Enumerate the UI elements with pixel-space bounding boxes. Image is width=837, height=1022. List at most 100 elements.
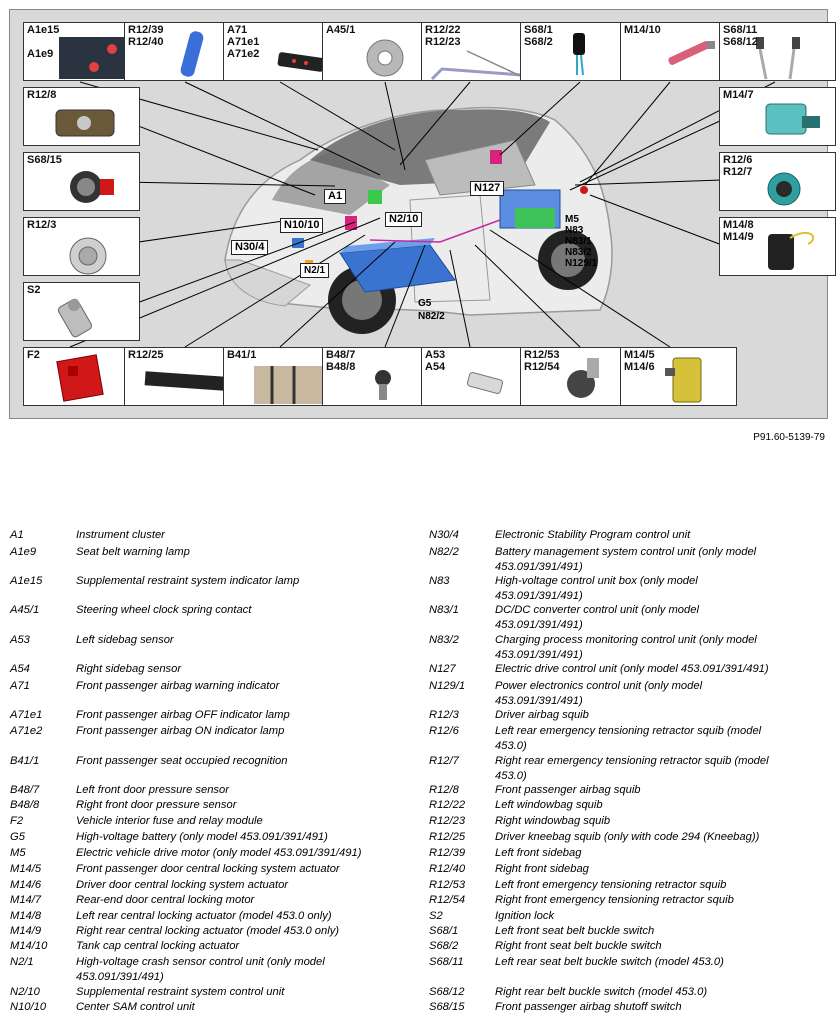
legend-description: Right rear belt buckle switch (model 453…: [495, 986, 708, 998]
car-label-g5: G5 N82/2: [418, 298, 445, 322]
callout-label: B48/7 B48/8: [326, 349, 356, 373]
legend-description: Right windowbag squib: [495, 815, 611, 827]
callout-label: A1e15 A1e9: [27, 24, 60, 60]
callout-r126: R12/6 R12/7: [719, 152, 836, 211]
hv-battery: [339, 244, 456, 293]
callout-label: A53 A54: [425, 349, 446, 373]
legend-description: Front passenger airbag warning indicator: [76, 680, 280, 692]
legend-description: Left front sidebag: [495, 847, 582, 859]
legend-description: High-voltage crash sensor control unit (…: [76, 956, 325, 983]
legend-code: R12/8: [429, 784, 459, 796]
legend-description: Left rear emergency tensioning retractor…: [495, 725, 762, 752]
legend-code: N2/10: [10, 986, 40, 998]
seat-belt-buckle-icon: [573, 33, 585, 76]
legend-description: Left windowbag squib: [495, 799, 603, 811]
legend-description: Driver airbag squib: [495, 709, 589, 721]
legend-code: R12/23: [429, 815, 466, 827]
legend-description: Right front seat belt buckle switch: [495, 940, 662, 952]
legend-code: N127: [429, 663, 456, 675]
legend-description: Instrument cluster: [76, 529, 165, 541]
legend-code: B48/7: [10, 784, 40, 796]
legend-description: Right rear central locking actuator (mod…: [76, 925, 340, 937]
callout-label: S68/1 S68/2: [524, 24, 553, 48]
legend-code: N10/10: [10, 1001, 47, 1013]
legend-description: Steering wheel clock spring contact: [76, 604, 252, 616]
callout-label: A45/1: [326, 24, 356, 36]
legend-code: A71: [10, 680, 30, 692]
callout-a71: A71 A71e1 A71e2: [223, 22, 340, 81]
callout-label: R12/3: [27, 219, 57, 231]
legend-description: Left front door pressure sensor: [76, 784, 229, 796]
legend-description: Right rear emergency tensioning retracto…: [495, 755, 769, 782]
door-lock-actuator-icon: [665, 357, 702, 403]
legend-description: Left rear central locking actuator (mode…: [76, 910, 332, 922]
legend-description: Electronic Stability Program control uni…: [495, 529, 691, 541]
green-module-rear: [515, 208, 555, 228]
car-label-n304: N30/4: [231, 240, 269, 255]
legend-description: Supplemental restraint system control un…: [76, 986, 285, 998]
callout-label: R12/22 R12/23: [425, 24, 461, 48]
sidebag-sensor-icon: [466, 372, 504, 394]
legend-code: S68/15: [429, 1001, 465, 1013]
airbag-indicator-panel-icon: [277, 52, 325, 72]
callout-b411: B41/1: [223, 347, 340, 406]
legend-code: N83/1: [429, 604, 459, 616]
legend-description: Seat belt warning lamp: [76, 546, 190, 558]
seat-occupancy-mat-icon: [254, 366, 326, 404]
legend-code: A1e15: [10, 575, 43, 587]
legend-description: Front passenger airbag squib: [495, 784, 641, 796]
passenger-airbag-module-icon: [55, 109, 115, 137]
driver-airbag-icon: [69, 237, 107, 275]
front-retractor-icon: [567, 358, 599, 398]
red-tank-cap: [580, 186, 588, 194]
legend-description: Center SAM control unit: [76, 1001, 195, 1013]
legend-code: R12/54: [429, 894, 466, 906]
callout-label: M14/8 M14/9: [723, 219, 754, 243]
legend-description: Electric vehicle drive motor (only model…: [76, 847, 362, 859]
callout-a451: A45/1: [322, 22, 439, 81]
callout-label: R12/53 R12/54: [524, 349, 560, 373]
kneebag-module-icon: [144, 371, 226, 391]
legend-code: A1e9: [10, 546, 37, 558]
legend-code: R12/22: [429, 799, 466, 811]
legend-description: Electric drive control unit (only model …: [495, 663, 769, 675]
tank-cap-actuator-icon: [668, 41, 715, 65]
rear-wheel-rim: [551, 243, 585, 277]
legend-code: M14/9: [10, 925, 42, 937]
legend-code: R12/53: [429, 879, 466, 891]
legend-code: S68/2: [429, 940, 459, 952]
rear-end-door-motor-icon: [765, 103, 820, 135]
legend-description: Right front door pressure sensor: [76, 799, 237, 811]
legend-description: Ignition lock: [495, 910, 555, 922]
legend-code: M5: [10, 847, 26, 859]
callout-r1239: R12/39 R12/40: [124, 22, 241, 81]
green-module-front: [368, 190, 382, 204]
legend-description: Left front seat belt buckle switch: [495, 925, 655, 937]
windshield: [272, 152, 390, 215]
legend-description: High-voltage battery (only model 453.091…: [76, 831, 328, 843]
legend-code: N129/1: [429, 680, 466, 692]
callout-s6815: S68/15: [23, 152, 140, 211]
legend-code: S68/12: [429, 986, 465, 998]
legend-code: R12/39: [429, 847, 466, 859]
legend-description: Battery management system control unit (…: [495, 546, 757, 573]
legend-code: A71e1: [10, 709, 43, 721]
tensioning-retractor-icon: [767, 172, 801, 206]
legend-code: S2: [429, 910, 443, 922]
callout-m148: M14/8 M14/9: [719, 217, 836, 276]
legend-code: N83: [429, 575, 450, 587]
legend-code: R12/3: [429, 709, 459, 721]
sidebag-module-icon: [180, 31, 204, 77]
legend-description: Tank cap central locking actuator: [76, 940, 240, 952]
callout-label: R12/25: [128, 349, 164, 361]
component-location-diagram: A1e15 A1e9 R12/39 R12/40 A71 A71e1 A71e2…: [9, 9, 836, 419]
callout-s6811: S68/11 S68/12: [719, 22, 836, 81]
fuse-relay-module-icon: [56, 354, 104, 402]
legend-description: Supplemental restraint system indicator …: [76, 575, 300, 587]
legend-code: R12/40: [429, 863, 466, 875]
legend-description: Left front emergency tensioning retracto…: [495, 879, 727, 891]
legend-code: B41/1: [10, 755, 40, 767]
callout-label: S68/15: [27, 154, 62, 166]
callout-label: R12/39 R12/40: [128, 24, 164, 48]
clock-spring-icon: [366, 39, 404, 77]
